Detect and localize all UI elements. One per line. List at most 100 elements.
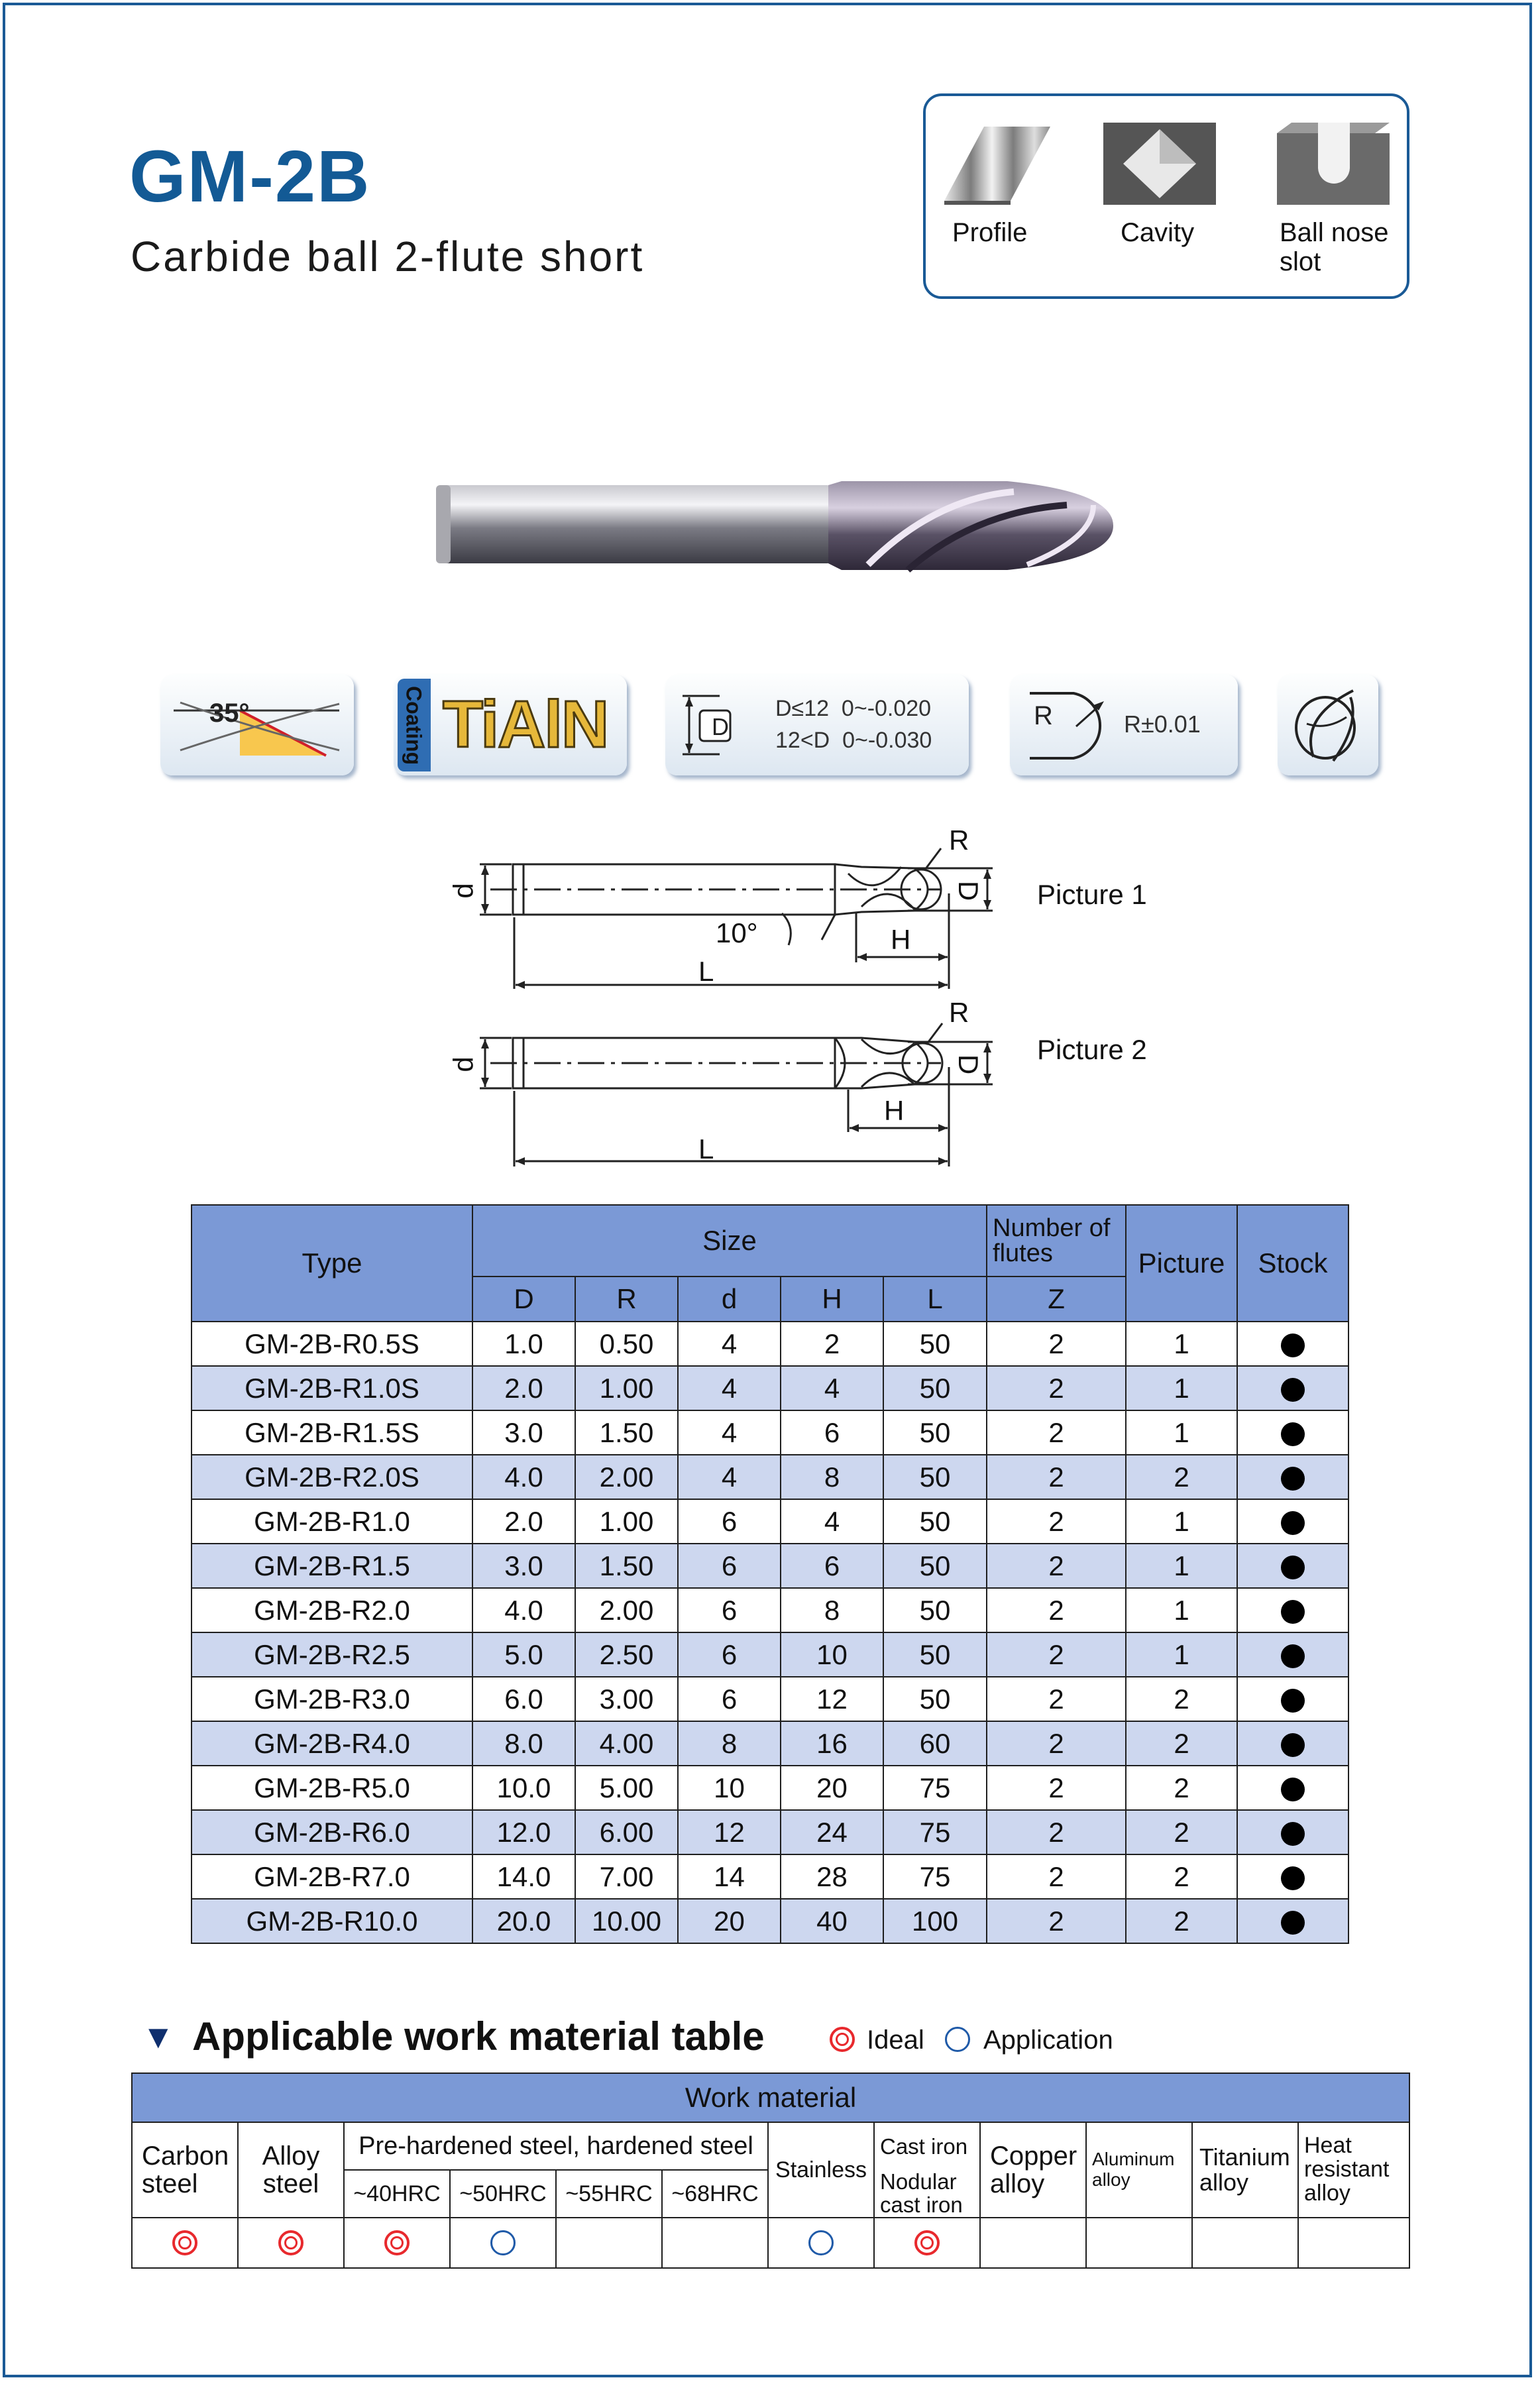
table-cell: 75 bbox=[882, 1765, 988, 1811]
in-stock-dot-icon bbox=[1281, 1334, 1305, 1358]
table-cell: 1 bbox=[1125, 1587, 1238, 1633]
ideal-rating-icon bbox=[172, 2230, 197, 2255]
table-cell: 3.0 bbox=[472, 1543, 576, 1589]
helix-angle-badge: 35° bbox=[160, 675, 354, 775]
stock-cell bbox=[1237, 1587, 1350, 1633]
table-cell: 100 bbox=[882, 1898, 988, 1944]
radius-tolerance-badge: R R±0.01 bbox=[1010, 675, 1238, 775]
table-cell: 2 bbox=[986, 1809, 1127, 1855]
stock-cell bbox=[1237, 1321, 1350, 1367]
table-cell: 50 bbox=[882, 1543, 988, 1589]
table-cell: 12 bbox=[780, 1676, 884, 1722]
table-cell: 20.0 bbox=[472, 1898, 576, 1944]
table-cell: 60 bbox=[882, 1721, 988, 1766]
table-cell: 2 bbox=[986, 1676, 1127, 1722]
table-cell: 6 bbox=[677, 1587, 781, 1633]
table-cell: 6.0 bbox=[472, 1676, 576, 1722]
table-cell: 12.0 bbox=[472, 1809, 576, 1855]
drawing1-label-H: H bbox=[891, 924, 911, 955]
application-rating-icon bbox=[808, 2230, 834, 2255]
stock-cell bbox=[1237, 1632, 1350, 1677]
stock-cell bbox=[1237, 1543, 1350, 1589]
in-stock-dot-icon bbox=[1281, 1866, 1305, 1891]
picture-1-label: Picture 1 bbox=[1037, 879, 1147, 910]
hrc-55: ~55HRC bbox=[555, 2169, 663, 2218]
application-label-profile: Profile bbox=[952, 218, 1028, 247]
table-cell: GM-2B-R4.0 bbox=[191, 1721, 473, 1766]
hrc-40: ~40HRC bbox=[343, 2169, 451, 2218]
stock-cell bbox=[1237, 1410, 1350, 1455]
stock-cell bbox=[1237, 1721, 1350, 1766]
table-cell: 1.00 bbox=[575, 1499, 679, 1544]
table-cell: 8.0 bbox=[472, 1721, 576, 1766]
drawing2-label-L: L bbox=[698, 1133, 714, 1164]
table-cell: 4 bbox=[677, 1321, 781, 1367]
end-mill-photo bbox=[431, 472, 1113, 579]
table-cell: 2 bbox=[1125, 1854, 1238, 1900]
technical-drawings: d D R H L 10° d D R H L bbox=[447, 824, 1007, 1172]
rating-cell bbox=[1191, 2217, 1299, 2269]
table-cell: GM-2B-R7.0 bbox=[191, 1854, 473, 1900]
header-type: Type bbox=[191, 1204, 473, 1322]
table-cell: 6 bbox=[677, 1632, 781, 1677]
applications-box: Profile Cavity Ball nose slot bbox=[923, 93, 1409, 299]
table-cell: 2 bbox=[986, 1454, 1127, 1500]
table-cell: 4.0 bbox=[472, 1454, 576, 1500]
table-cell: 4 bbox=[677, 1454, 781, 1500]
table-cell: 75 bbox=[882, 1809, 988, 1855]
diameter-tolerance-badge: D D≤12 0~-0.020 12<D 0~-0.030 bbox=[665, 675, 969, 775]
rating-cell bbox=[555, 2217, 663, 2269]
table-cell: 2 bbox=[986, 1410, 1127, 1455]
application-legend-label: Application bbox=[983, 2025, 1113, 2055]
page-title: GM-2B bbox=[129, 136, 371, 217]
coating-badge: Coating TiAlN bbox=[394, 675, 627, 775]
table-cell: 14 bbox=[677, 1854, 781, 1900]
radius-tolerance-value: R±0.01 bbox=[1124, 710, 1201, 738]
ideal-rating-icon bbox=[914, 2230, 940, 2255]
ideal-legend-label: Ideal bbox=[867, 2025, 924, 2055]
in-stock-dot-icon bbox=[1281, 1511, 1305, 1536]
table-cell: 10 bbox=[780, 1632, 884, 1677]
drawing2-label-d: d bbox=[447, 1056, 479, 1072]
application-label-ball-nose-slot: Ball nose slot bbox=[1280, 218, 1389, 276]
coating-label: Coating bbox=[402, 685, 426, 766]
table-cell: 50 bbox=[882, 1499, 988, 1544]
header-Z: Z bbox=[986, 1276, 1127, 1322]
flute-geometry-badge bbox=[1278, 675, 1378, 775]
table-cell: 2.00 bbox=[575, 1587, 679, 1633]
helix-angle-value: 35° bbox=[209, 699, 250, 728]
table-cell: 1.50 bbox=[575, 1543, 679, 1589]
radius-symbol: R bbox=[1034, 701, 1053, 730]
rating-cell bbox=[343, 2217, 451, 2269]
table-cell: 4 bbox=[780, 1499, 884, 1544]
table-cell: 2 bbox=[986, 1587, 1127, 1633]
in-stock-dot-icon bbox=[1281, 1778, 1305, 1802]
table-cell: 4 bbox=[780, 1365, 884, 1411]
table-cell: 2.00 bbox=[575, 1454, 679, 1500]
table-cell: GM-2B-R1.5 bbox=[191, 1543, 473, 1589]
table-cell: 50 bbox=[882, 1410, 988, 1455]
table-cell: 3.0 bbox=[472, 1410, 576, 1455]
table-cell: 1 bbox=[1125, 1632, 1238, 1677]
in-stock-dot-icon bbox=[1281, 1689, 1305, 1713]
table-cell: 2 bbox=[780, 1321, 884, 1367]
stock-cell bbox=[1237, 1365, 1350, 1411]
material-stainless: Stainless bbox=[767, 2122, 875, 2218]
table-cell: 2 bbox=[1125, 1721, 1238, 1766]
table-cell: 1 bbox=[1125, 1543, 1238, 1589]
rating-cell bbox=[873, 2217, 981, 2269]
table-cell: 10.0 bbox=[472, 1765, 576, 1811]
table-cell: GM-2B-R2.0S bbox=[191, 1454, 473, 1500]
drawing1-label-R: R bbox=[949, 824, 969, 856]
page-subtitle: Carbide ball 2-flute short bbox=[131, 233, 645, 280]
material-aluminum-alloy: Aluminum alloy bbox=[1085, 2122, 1193, 2218]
profile-icon bbox=[938, 121, 1052, 207]
table-cell: 2.50 bbox=[575, 1632, 679, 1677]
table-cell: 2 bbox=[986, 1765, 1127, 1811]
